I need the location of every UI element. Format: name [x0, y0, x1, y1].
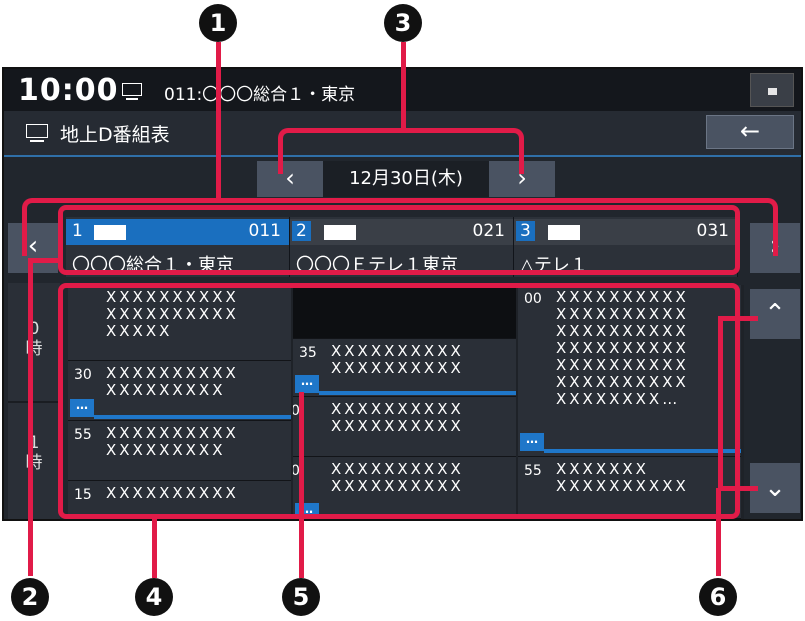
hour-unit: 時	[25, 339, 43, 359]
current-program-bar	[319, 391, 516, 395]
current-channel: 011:〇〇〇総合１・東京	[164, 85, 356, 105]
callout-marker-5: 5	[282, 578, 320, 616]
program-title: XXXXXXXXXX XXXXXXXXX	[106, 364, 239, 399]
program-column-3: 00 XXXXXXXXXX XXXXXXXXXX XXXXXXXXXX XXXX…	[518, 285, 743, 519]
program-title: XXXXXXXXXX XXXXXXXXXX XXXXXXXXXX XXXXXXX…	[556, 288, 689, 408]
callout-box-program-grid	[58, 283, 740, 519]
program-minute: 55	[524, 463, 542, 479]
program-minute: 0	[293, 463, 300, 479]
callout-marker-6: 6	[699, 578, 737, 616]
callout-marker-4: 4	[135, 578, 173, 616]
channel-code: 021	[472, 221, 505, 241]
back-button[interactable]: ←	[706, 115, 794, 149]
callout-line-3	[401, 42, 406, 130]
callout-marker-2: 2	[11, 578, 49, 616]
hour-digit: 0	[28, 319, 40, 339]
program-title: XXXXXXXXXX XXXXXXXXXX	[331, 460, 464, 495]
channel-number: 1	[72, 221, 83, 241]
program-cell[interactable]: 55 XXXXXXXXXX XXXXXXXXX	[68, 421, 291, 481]
callout-marker-1: 1	[199, 4, 237, 42]
tv-icon	[26, 124, 48, 142]
scroll-up-button[interactable]: ⌃	[750, 289, 800, 339]
hour-label-0: 0 時	[8, 319, 60, 359]
more-info-icon[interactable]: …	[70, 399, 94, 417]
callout-box-channel-arrows	[22, 198, 778, 256]
program-minute: 00	[524, 291, 542, 307]
callout-line-4	[152, 518, 157, 578]
program-title: XXXXXXXXXX XXXXXXXXXX	[331, 342, 464, 377]
program-minute: 35	[299, 345, 317, 361]
callout-line-2	[28, 258, 33, 576]
channel-number: 3	[516, 221, 535, 241]
channel-header-2[interactable]: 2 021 〇〇〇Ｅテレ１東京	[290, 217, 514, 277]
program-cell[interactable]: 30 XXXXXXXXXX XXXXXXXXX …	[68, 361, 291, 421]
program-minute: 30	[74, 367, 92, 383]
channel-logo	[94, 225, 126, 240]
hour-divider	[8, 401, 60, 403]
program-title: XXXXXXXXXX XXXXXXXXX	[106, 424, 239, 459]
time-column: 0 時 1 時	[8, 283, 60, 519]
menu-icon	[768, 88, 777, 95]
callout-line-6	[716, 488, 721, 576]
hour-label-1: 1 時	[8, 433, 60, 473]
channel-prev-button[interactable]: ‹	[8, 223, 58, 273]
more-info-icon[interactable]: …	[295, 375, 319, 393]
program-guide-screen: 10:00 011:〇〇〇総合１・東京 地上D番組表 ← ‹ 12月30日(木)…	[2, 67, 803, 521]
channel-code: 011	[248, 221, 281, 241]
tv-icon	[122, 83, 142, 100]
program-cell[interactable]: 35 XXXXXXXXXX XXXXXXXXXX …	[293, 339, 516, 397]
clock: 10:00	[18, 73, 119, 108]
callout-box-date-nav	[278, 128, 524, 174]
program-title: XXXXXXXXXX XXXXXXXXXX	[331, 400, 464, 435]
date-prev-button[interactable]: ‹	[257, 161, 323, 197]
callout-line-1	[216, 42, 221, 200]
callout-marker-3: 3	[384, 4, 422, 42]
program-cell[interactable]: 55 XXXXXXX XXXXXXXXXX	[518, 457, 741, 519]
program-cell[interactable]: 0 XXXXXXXXXX XXXXXXXXXX	[293, 397, 516, 457]
program-column-2: 35 XXXXXXXXXX XXXXXXXXXX … 0 XXXXXXXXXX …	[293, 285, 518, 519]
program-minute: 55	[74, 427, 92, 443]
more-info-icon[interactable]: …	[520, 433, 544, 451]
channel-number: 2	[292, 221, 311, 241]
program-title: XXXXXXXXXX XXXXXXXXXX XXXXX	[106, 288, 239, 340]
empty-cell	[293, 285, 516, 339]
program-cell[interactable]: 00 XXXXXXXXXX XXXXXXXXXX XXXXXXXXXX XXXX…	[518, 285, 741, 457]
channel-logo	[324, 225, 356, 240]
program-cell[interactable]: 0 XXXXXXXXXX XXXXXXXXXX …	[293, 457, 516, 519]
page-title: 地上D番組表	[60, 124, 170, 146]
program-cell[interactable]: 15 XXXXXXXXXX	[68, 481, 291, 519]
channel-header-top: 1 011	[66, 219, 289, 245]
date-label: 12月30日(木)	[323, 161, 489, 197]
channel-logo	[548, 225, 580, 240]
current-program-bar	[544, 449, 741, 453]
current-program-bar	[94, 415, 291, 419]
callout-line-2h	[28, 258, 62, 263]
callout-box-channel-row	[58, 205, 740, 275]
program-minute: 0	[293, 403, 300, 419]
callout-line-scroll	[718, 316, 723, 490]
callout-line-scroll-up	[718, 316, 758, 321]
hour-digit: 1	[28, 433, 40, 453]
program-title: XXXXXXX XXXXXXXXXX	[556, 460, 689, 495]
menu-button[interactable]	[750, 73, 794, 107]
hour-unit: 時	[25, 453, 43, 473]
program-title: XXXXXXXXXX	[106, 484, 239, 502]
channel-header-top: 3 031	[514, 219, 737, 245]
program-column-1: XXXXXXXXXX XXXXXXXXXX XXXXX 30 XXXXXXXXX…	[68, 285, 293, 519]
channel-header-top: 2 021	[290, 219, 513, 245]
callout-line-5	[299, 392, 304, 578]
scroll-down-button[interactable]: ⌄	[750, 463, 800, 513]
channel-code: 031	[696, 221, 729, 241]
program-minute: 15	[74, 487, 92, 503]
program-grid: XXXXXXXXXX XXXXXXXXXX XXXXX 30 XXXXXXXXX…	[68, 285, 744, 519]
callout-line-scroll-down	[718, 486, 758, 491]
channel-header-3[interactable]: 3 031 △テレ１	[514, 217, 738, 277]
program-cell[interactable]: XXXXXXXXXX XXXXXXXXXX XXXXX	[68, 285, 291, 361]
